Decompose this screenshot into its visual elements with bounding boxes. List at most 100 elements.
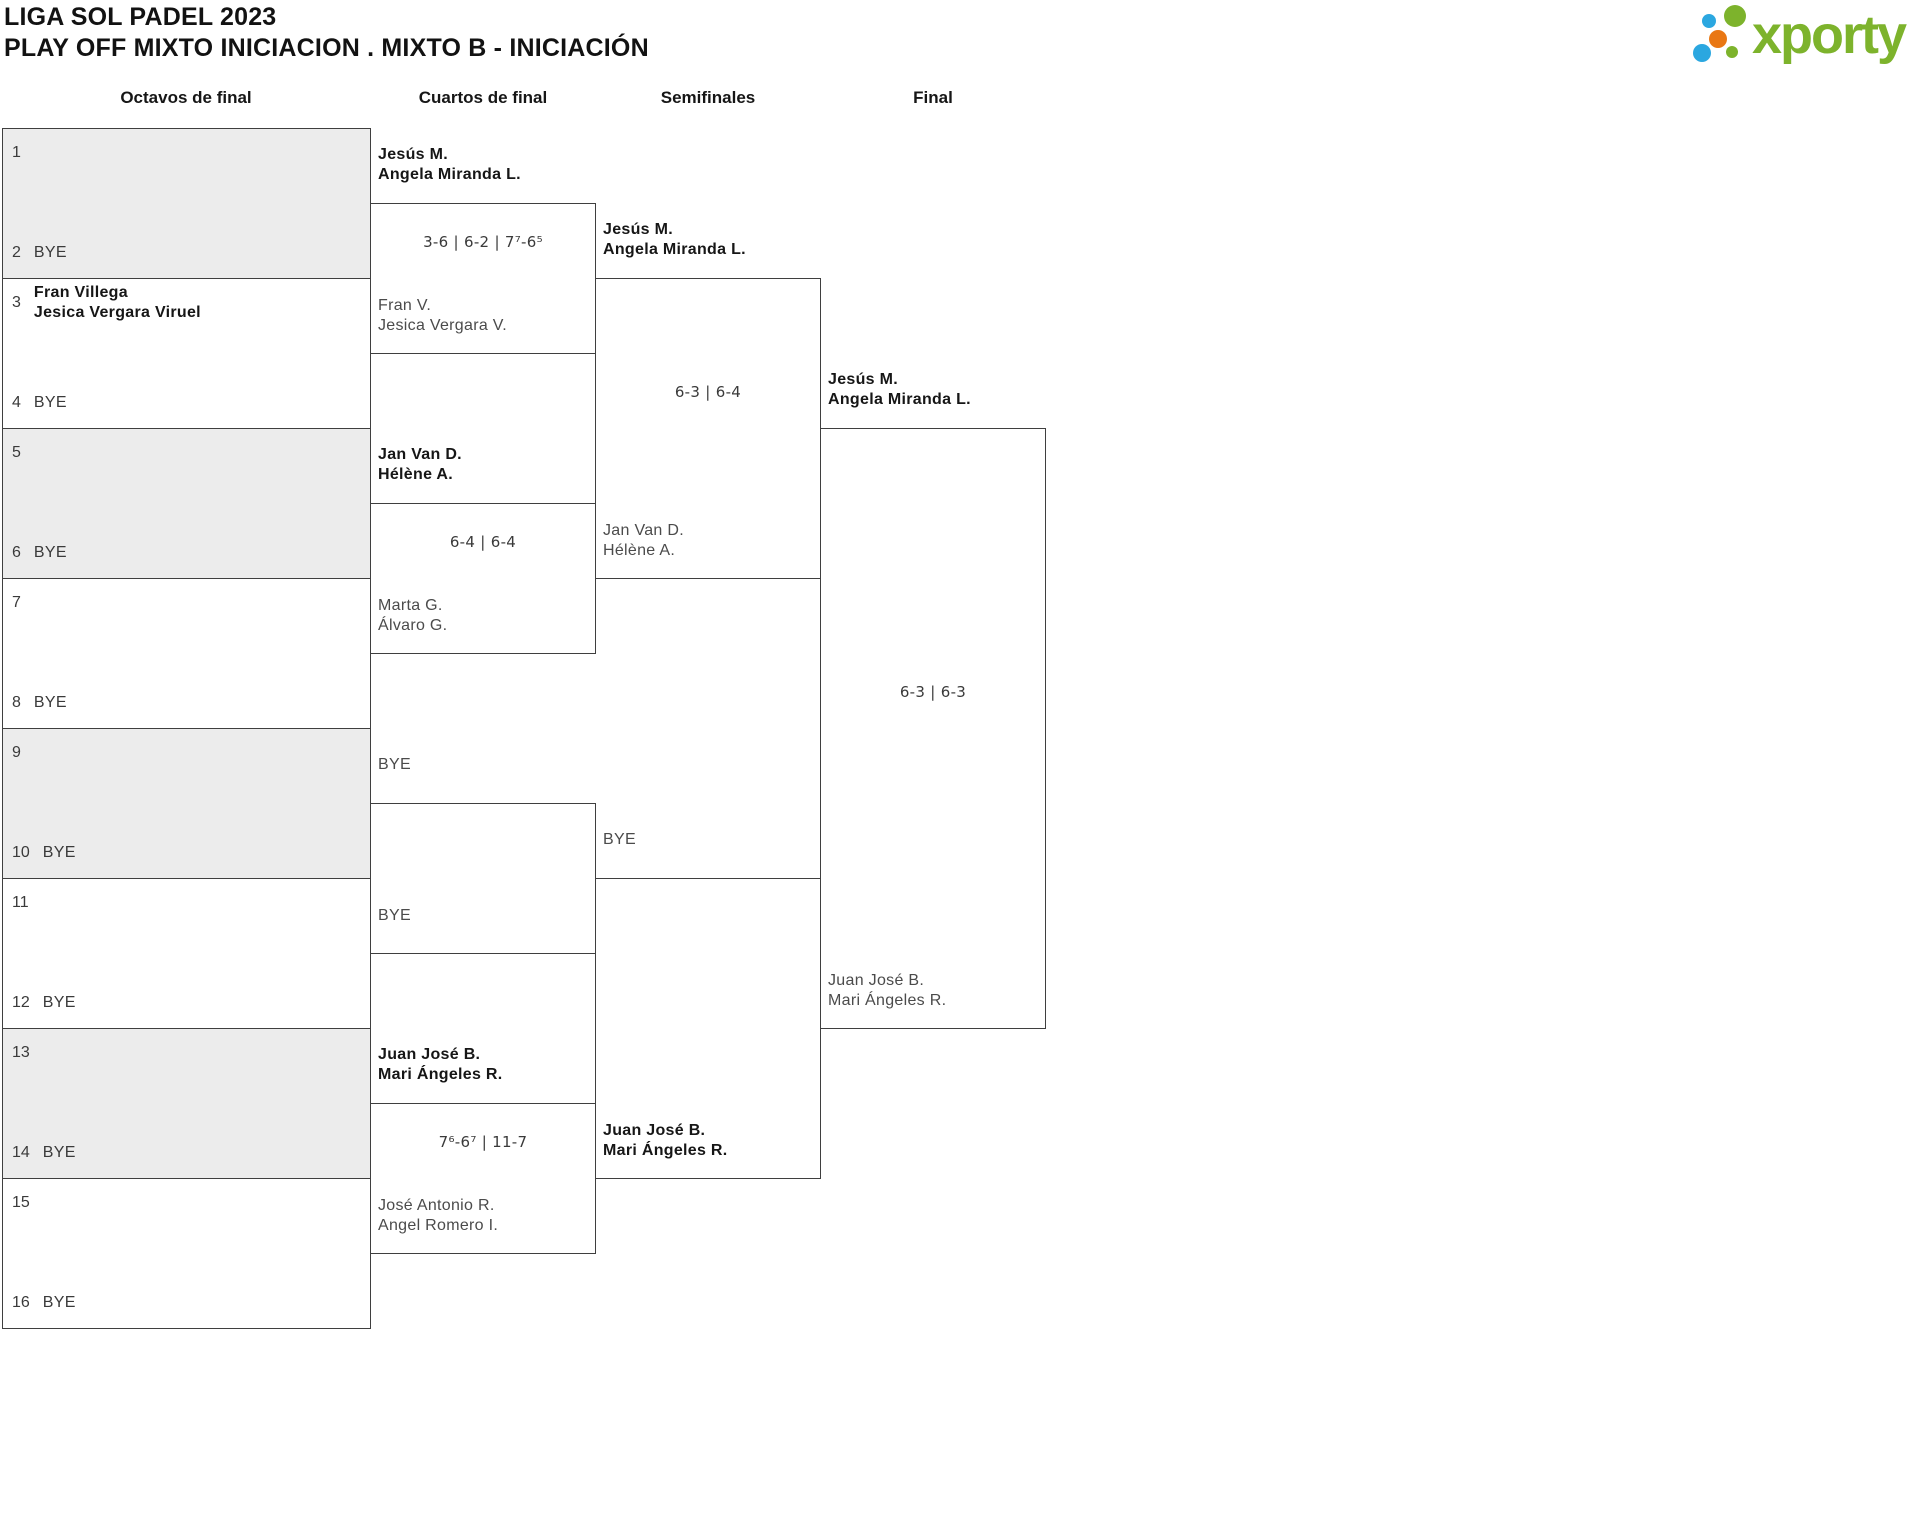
team-name: BYE xyxy=(34,693,67,713)
seed-number: 10 xyxy=(12,844,30,861)
team-bottom: Juan José B. Mari Ángeles R. xyxy=(828,971,1043,1011)
r16-slot-4: 4 BYE xyxy=(12,383,364,423)
team-name-line: Fran V. xyxy=(378,297,432,314)
team-name-line: Hélène A. xyxy=(603,542,676,559)
match-score: 6-3 | 6-3 xyxy=(899,683,967,701)
r16-box-6: 11 12 BYE xyxy=(2,878,371,1029)
r16-box-8: 15 16 BYE xyxy=(2,1178,371,1329)
team-name-line: Angela Miranda L. xyxy=(603,241,746,258)
seed-number: 12 xyxy=(12,994,30,1011)
team-name: BYE xyxy=(34,543,67,563)
team-name-line: José Antonio R. xyxy=(378,1197,495,1214)
team-bottom: Jan Van D.Hélène A. xyxy=(603,521,818,561)
team-name-line: Jesús M. xyxy=(603,221,673,238)
team-name-line: Jesús M. xyxy=(378,146,448,163)
team-name-line: Angela Miranda L. xyxy=(828,391,971,408)
team-name-line: BYE xyxy=(42,844,76,861)
team-top: Juan José B. Mari Ángeles R. xyxy=(378,1045,593,1085)
team-name-line: BYE xyxy=(42,1294,76,1311)
r16-slot-15: 15 xyxy=(12,1183,364,1223)
xporty-logo[interactable]: xporty xyxy=(1680,0,1920,80)
logo-dot-orange xyxy=(1709,30,1727,48)
seed-number: 14 xyxy=(12,1144,30,1161)
team-bottom: Marta G. Álvaro G. xyxy=(378,596,593,636)
team-top: BYE xyxy=(378,745,593,785)
r16-box-3: 5 6 BYE xyxy=(2,428,371,579)
team-bottom: José Antonio R.Angel Romero I. xyxy=(378,1196,593,1236)
seed-number: 1 xyxy=(12,144,21,161)
seed-number: 4 xyxy=(12,394,21,411)
seed-number: 9 xyxy=(12,744,21,761)
seed-number: 13 xyxy=(12,1044,30,1061)
team-name-line: Mari Ángeles R. xyxy=(378,1066,503,1083)
team-name-line: Juan José B. xyxy=(378,1046,481,1063)
team-name: BYE xyxy=(34,243,67,263)
r16-slot-5: 5 xyxy=(12,433,364,473)
xporty-logo-text: xporty xyxy=(1752,5,1907,65)
team-name-line: Jesica Vergara V. xyxy=(378,317,508,334)
round-header-3: Semifinales xyxy=(660,88,756,107)
team-name-line: BYE xyxy=(33,694,67,711)
team-name-line: Hélène A. xyxy=(378,466,454,483)
seed-number: 5 xyxy=(12,444,21,461)
final-match: Jesús M. Angela Miranda L. Juan José B. Mar… xyxy=(820,371,1046,1029)
seed-number: 8 xyxy=(12,694,21,711)
team-top: Jesús M. Angela Miranda L. xyxy=(828,370,1043,410)
team-name-line: Angela Miranda L. xyxy=(378,166,521,183)
semifinal-match-1: Jesús M. Angela Miranda L. Jan Van D.Hélèn… xyxy=(595,221,821,579)
logo-dot-blue-small xyxy=(1702,14,1716,28)
r16-slot-6: 6 BYE xyxy=(12,533,364,573)
seed-number: 7 xyxy=(12,594,21,611)
r16-slot-7: 7 xyxy=(12,583,364,623)
team-name: BYE xyxy=(43,1143,76,1163)
team-name-line: BYE xyxy=(42,1144,76,1161)
team-name-line: BYE xyxy=(378,756,411,773)
r16-slot-12: 12 BYE xyxy=(12,983,364,1023)
team-name-line: BYE xyxy=(378,907,411,924)
match-score: 6-3 | 6-4 xyxy=(674,383,742,401)
match-score: 3-6 | 6-2 | 7⁷-6⁵ xyxy=(423,233,543,251)
team-name-line: Jan Van D. xyxy=(378,446,462,463)
match-score: 7⁶-6⁷ | 11-7 xyxy=(438,1133,528,1151)
title-line-2: PLAY OFF MIXTO INICIACION . MIXTO B - IN… xyxy=(4,34,649,62)
r16-slot-1: 1 xyxy=(12,133,364,173)
team-name-line: Mari Ángeles R. xyxy=(603,1142,728,1159)
r16-slot-8: 8 BYE xyxy=(12,683,364,723)
team-name-line: Jesús M. xyxy=(828,371,898,388)
team-name-line: BYE xyxy=(33,394,67,411)
team-bottom: BYE xyxy=(378,896,593,936)
team-name-line: Fran Villega xyxy=(33,284,128,301)
team-name-line: Mari Ángeles R. xyxy=(828,992,947,1009)
r16-slot-14: 14 BYE xyxy=(12,1133,364,1173)
team-name-line: Juan José B. xyxy=(828,972,925,989)
team-bottom: Fran V. Jesica Vergara V. xyxy=(378,296,593,336)
r16-slot-13: 13 xyxy=(12,1033,364,1073)
team-name-line: BYE xyxy=(33,544,67,561)
team-name-line: Jesica Vergara Viruel xyxy=(33,304,201,321)
team-name-line: Juan José B. xyxy=(603,1122,706,1139)
team-name-line: Marta G. xyxy=(378,597,443,614)
team-name: BYE xyxy=(43,993,76,1013)
title-line-1: LIGA SOL PADEL 2023 xyxy=(4,3,277,31)
team-name-line: BYE xyxy=(42,994,76,1011)
team-top: Jesús M. Angela Miranda L. xyxy=(603,220,818,260)
r16-box-7: 13 14 BYE xyxy=(2,1028,371,1179)
r16-box-5: 9 10 BYE xyxy=(2,728,371,879)
seed-number: 16 xyxy=(12,1294,30,1311)
logo-dot-green-small xyxy=(1726,46,1738,58)
seed-number: 3 xyxy=(12,294,21,311)
team-top: Jesús M. Angela Miranda L. xyxy=(378,145,593,185)
r16-slot-11: 11 xyxy=(12,883,364,923)
match-score: 6-4 | 6-4 xyxy=(449,533,517,551)
team-name-line: Álvaro G. xyxy=(378,617,448,634)
team-name: BYE xyxy=(43,843,76,863)
page-title: LIGA SOL PADEL 2023 PLAY OFF MIXTO INICI… xyxy=(4,2,649,64)
logo-dot-green-large xyxy=(1724,5,1746,27)
seed-number: 6 xyxy=(12,544,21,561)
